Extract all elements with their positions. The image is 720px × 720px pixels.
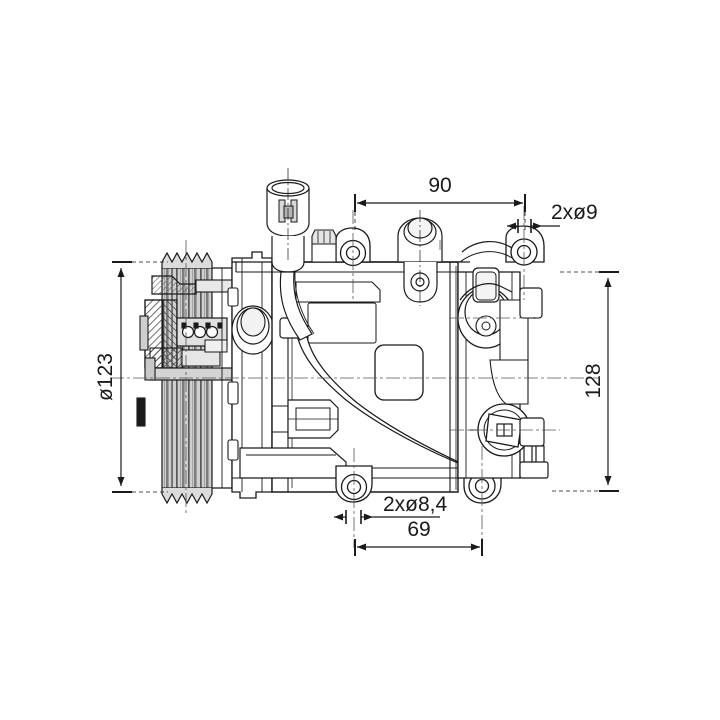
housing-recess-left xyxy=(307,302,377,344)
dimension-upper-bore xyxy=(507,219,560,233)
rear-port-fittings xyxy=(519,287,549,479)
dimension-label-lower-mount-span: 69 xyxy=(407,518,430,541)
pulley-groove-teeth-bottom xyxy=(161,488,213,505)
dimension-label-mounting-width: 90 xyxy=(428,174,451,197)
clutch-lower-section xyxy=(149,339,233,381)
dimension-pulley-diameter xyxy=(112,261,168,493)
dimension-lower-bore xyxy=(334,510,440,524)
pulley-groove-teeth-top xyxy=(161,251,213,268)
front-cover-lug-mid xyxy=(227,381,239,405)
lower-left-mounting-lug xyxy=(335,465,373,503)
control-valve-assembly xyxy=(397,210,443,306)
refrigerant-port-block xyxy=(272,399,339,439)
dimension-label-upper-bore: 2xø9 xyxy=(551,201,598,224)
dimension-mounting-width xyxy=(354,194,526,230)
housing-oil-pan xyxy=(239,447,347,479)
center-lines xyxy=(110,206,600,548)
dimension-lower-mount-span xyxy=(354,539,483,556)
dimension-label-lower-bore: 2xø8,4 xyxy=(383,493,448,516)
clutch-shim xyxy=(144,357,156,381)
connector-harness-wires xyxy=(279,271,315,341)
shaft-seal-cap xyxy=(231,305,275,355)
top-bracket-bolt xyxy=(311,229,337,263)
dimension-body-height xyxy=(552,271,619,492)
clutch-keyway xyxy=(136,397,146,427)
housing-center-boss xyxy=(374,344,424,401)
housing-upper-ledge xyxy=(295,281,381,303)
upper-right-mounting-lug xyxy=(505,225,545,266)
electrical-connector-plug xyxy=(266,168,310,273)
front-cover-lug-bottom xyxy=(227,439,239,461)
front-cover-lug-top xyxy=(227,287,239,307)
dimension-label-body-height: 128 xyxy=(582,363,605,398)
dimension-label-pulley-diameter: ø123 xyxy=(94,353,117,401)
rear-head-cover xyxy=(457,241,531,479)
